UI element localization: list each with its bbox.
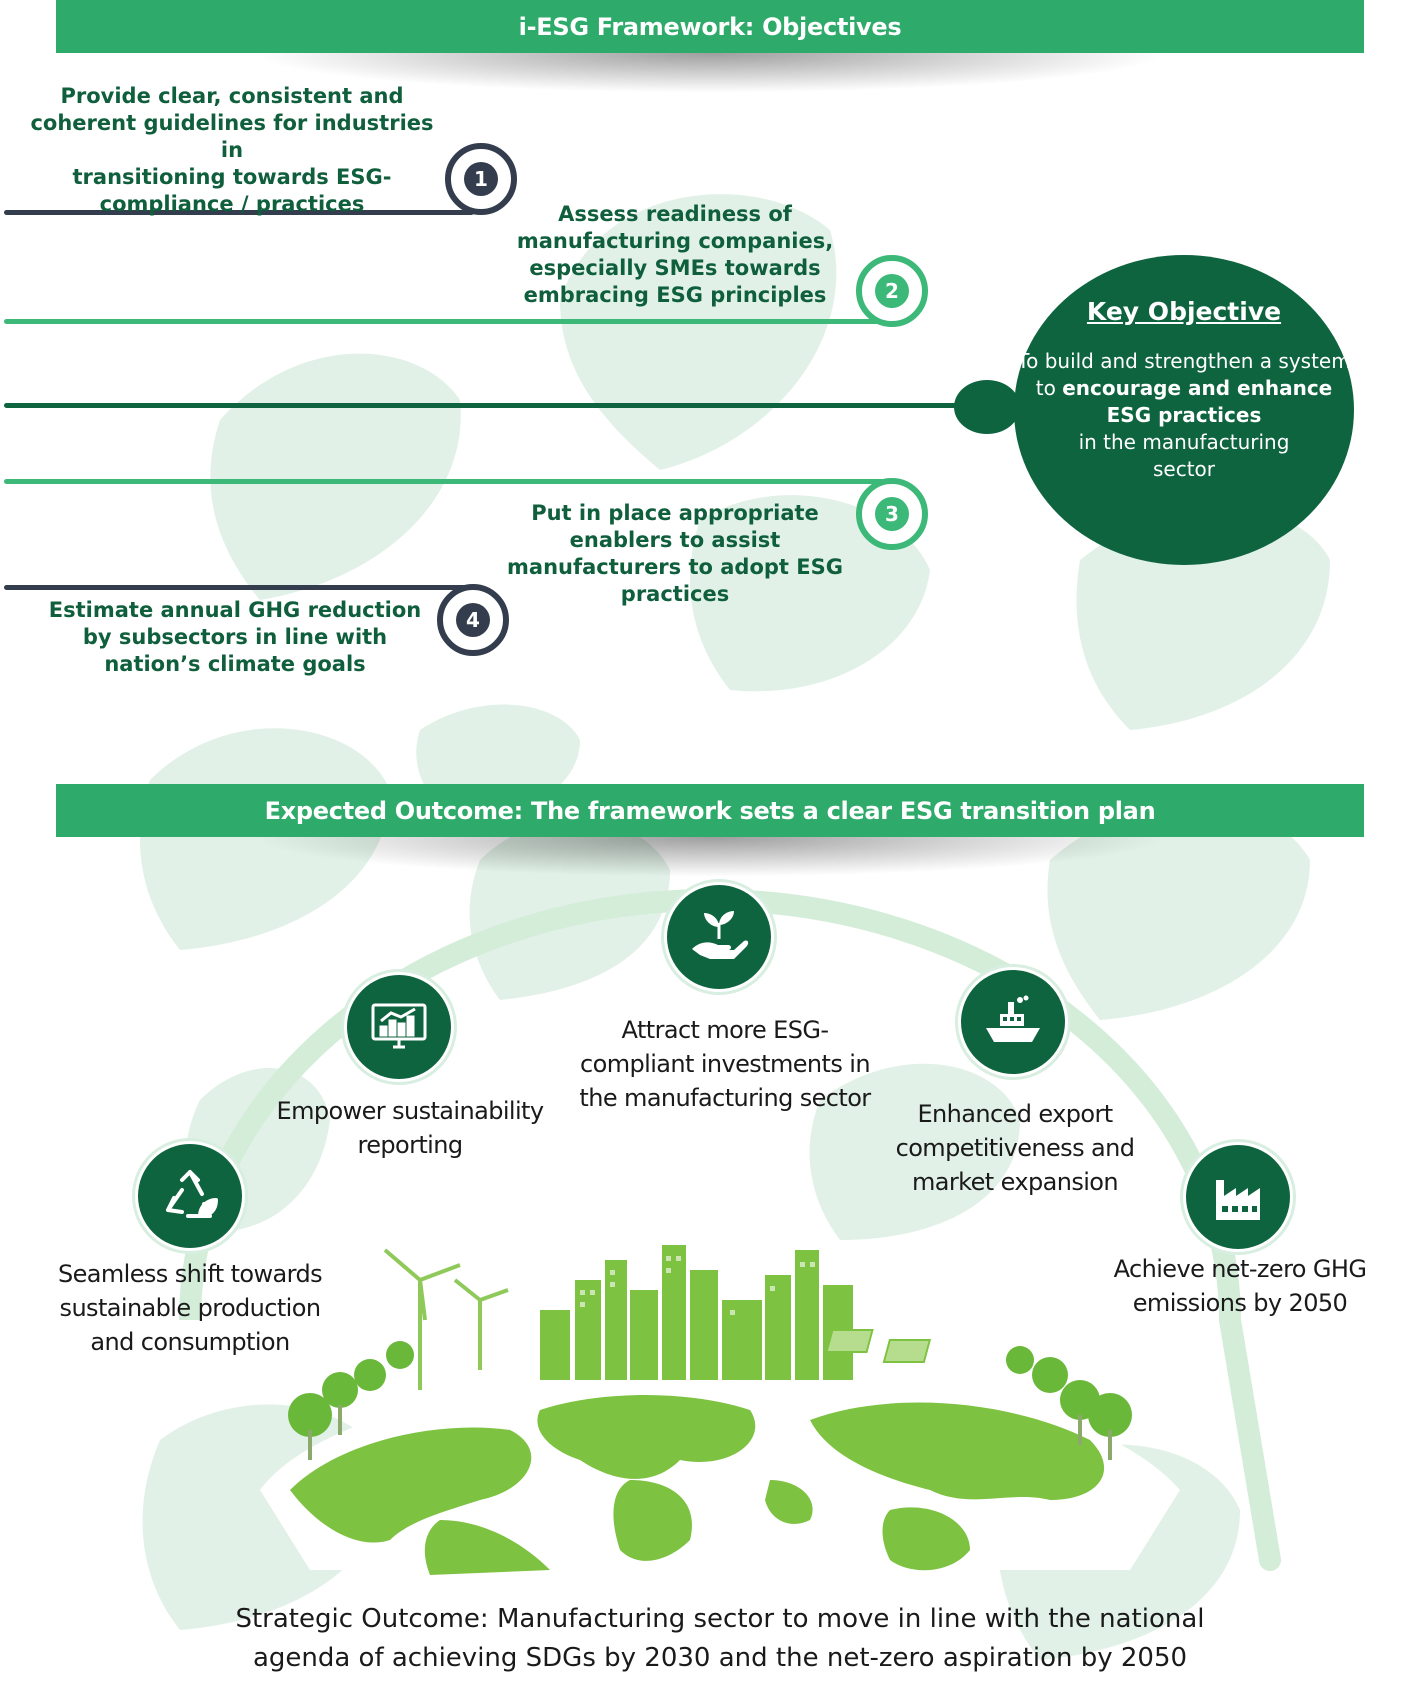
objective-2-line	[4, 319, 884, 324]
outcome-icon-reporting	[347, 975, 451, 1079]
objective-4-marker: 4	[437, 584, 509, 656]
objective-3-line	[4, 479, 884, 484]
outcome-banner-shadow	[250, 837, 1170, 877]
factory-icon	[1216, 1180, 1260, 1220]
key-objective-line-3: ESG practices	[1106, 403, 1262, 427]
key-objective-line-2: to encourage and enhance	[1035, 376, 1333, 400]
outcome-icon-investment	[667, 885, 771, 989]
objectives-banner: i-ESG Framework: Objectives	[56, 0, 1364, 53]
objectives-banner-title: i-ESG Framework: Objectives	[518, 12, 902, 41]
objective-3-number: 3	[875, 497, 909, 531]
key-objective-title: Key Objective	[1086, 297, 1282, 326]
outcome-banner: Expected Outcome: The framework sets a c…	[56, 784, 1364, 837]
objective-2-number: 2	[875, 274, 909, 308]
objective-4-number: 4	[456, 603, 490, 637]
key-objective-line-4: in the manufacturing	[1078, 430, 1290, 454]
key-objective-circle: Key Objective To build and strengthen a …	[1014, 255, 1354, 565]
objective-2-text: Assess readiness of manufacturing compan…	[516, 202, 834, 307]
outcome-text-recycle: Seamless shift towards sustainable produ…	[57, 1260, 323, 1356]
key-objective-connector-line	[4, 403, 984, 408]
key-objective-connector-knob	[954, 380, 1020, 434]
outcome-icon-netzero	[1186, 1145, 1290, 1249]
outcome-text-reporting: Empower sustainability reporting	[276, 1097, 545, 1159]
outcome-text-export: Enhanced export competitiveness and mark…	[895, 1100, 1135, 1196]
objective-1-number: 1	[464, 162, 498, 196]
key-objective-line-5: sector	[1152, 457, 1216, 481]
outcome-text-investment: Attract more ESG- compliant investments …	[579, 1016, 871, 1112]
objective-2-marker: 2	[856, 255, 928, 327]
objective-3-marker: 3	[856, 478, 928, 550]
recycle-icon	[166, 1170, 218, 1218]
key-objective-line-1: To build and strengthen a system	[1017, 349, 1351, 373]
banner-shadow	[250, 53, 1170, 93]
green-city-globe-illustration	[260, 1245, 1180, 1575]
objective-1-marker: 1	[445, 143, 517, 215]
objective-4-line	[4, 585, 474, 590]
outcome-icon-export	[961, 970, 1065, 1074]
outcome-banner-title: Expected Outcome: The framework sets a c…	[264, 796, 1156, 825]
objective-1-text: Provide clear, consistent and coherent g…	[30, 84, 434, 216]
ship-icon	[986, 995, 1040, 1042]
outcome-text-netzero: Achieve net-zero GHG emissions by 2050	[1113, 1255, 1367, 1317]
objective-3-text: Put in place appropriate enablers to ass…	[507, 501, 843, 606]
strategic-outcome: Strategic Outcome: Manufacturing sector …	[235, 1604, 1205, 1673]
outcome-icon-recycle	[138, 1144, 242, 1248]
hand-plant-icon	[692, 911, 749, 959]
chart-monitor-icon	[371, 1003, 427, 1049]
objective-4-text: Estimate annual GHG reduction by subsect…	[48, 598, 422, 676]
objective-1-line	[4, 210, 474, 215]
